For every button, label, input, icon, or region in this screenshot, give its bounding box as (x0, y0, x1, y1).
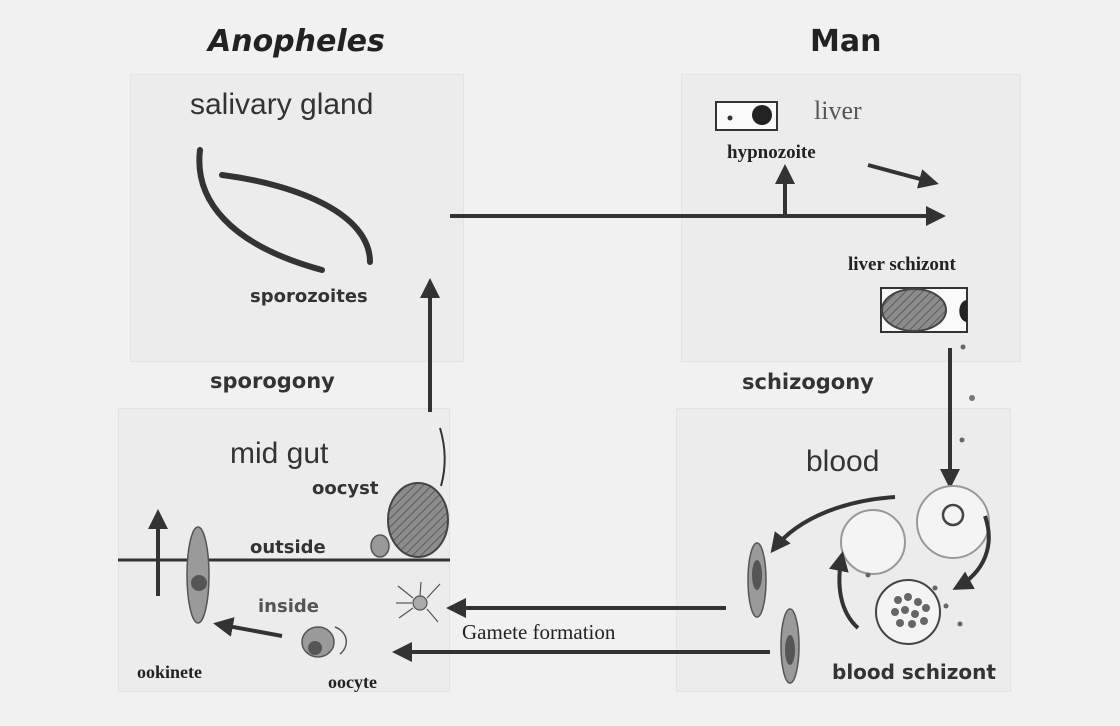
hypnozoite-activation-arrow (868, 165, 935, 183)
microgamete (396, 582, 440, 622)
small-oocyst (371, 535, 389, 557)
outside-label: outside (250, 537, 326, 558)
liver-label: liver (814, 96, 862, 126)
oocyte-label: oocyte (328, 672, 377, 693)
sporozoites-label: sporozoites (250, 286, 368, 307)
sporozoite-curve-right (222, 175, 370, 262)
gamete-formation-label: Gamete formation (462, 620, 615, 645)
red-blood-cell (917, 486, 989, 558)
inside-label: inside (258, 596, 319, 617)
blood-schizont-label: blood schizont (832, 660, 996, 684)
schizogony-heading: schizogony (742, 370, 874, 394)
mid-gut-label: mid gut (230, 437, 328, 471)
blood-label: blood (806, 445, 879, 479)
sporozoite-curve-left (199, 150, 322, 270)
hypnozoite-label: hypnozoite (727, 142, 816, 164)
infected-red-cell (841, 510, 905, 574)
liver-schizont-label: liver schizont (848, 254, 956, 276)
sporogony-heading: sporogony (210, 369, 335, 393)
ookinete-label: ookinete (137, 662, 202, 683)
ookinete-shape (187, 527, 209, 623)
salivary-gland-label: salivary gland (190, 88, 373, 122)
hypnozoite-dot (728, 116, 733, 121)
oocyst-label: oocyst (312, 478, 378, 499)
anopheles-heading: Anopheles (208, 24, 385, 59)
man-heading: Man (810, 24, 881, 59)
liver-cell-nucleus (752, 105, 772, 125)
oocyte-arrow (217, 624, 282, 636)
liver-schizont (882, 289, 946, 331)
oocyst-shape (388, 483, 448, 557)
